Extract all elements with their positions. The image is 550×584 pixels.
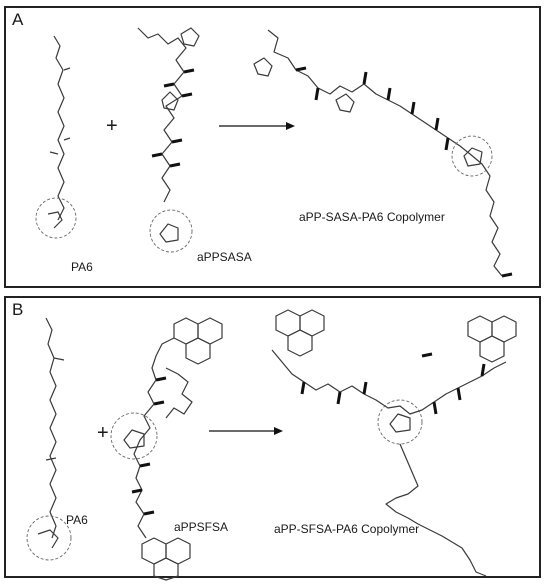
product-junction-circle bbox=[377, 399, 423, 445]
product-label: aPP-SFSA-PA6 Copolymer bbox=[274, 522, 420, 536]
pa6-end-group-circle bbox=[35, 197, 77, 239]
pa6-structure bbox=[26, 317, 72, 561]
appsfsa-structure bbox=[110, 317, 223, 581]
panel-letter: A bbox=[12, 10, 24, 29]
panel-letter: B bbox=[12, 300, 24, 319]
product-label: aPP-SASA-PA6 Copolymer bbox=[299, 210, 445, 224]
aPP-SFSA-PA6-structure bbox=[271, 309, 517, 577]
pa6-label: PA6 bbox=[66, 513, 88, 527]
panel-a: A bbox=[4, 6, 541, 288]
reaction-arrow bbox=[209, 427, 283, 435]
pa6-label: PA6 bbox=[71, 260, 93, 274]
aPP-SASA-PA6-structure bbox=[253, 29, 513, 278]
appsasa-structure bbox=[137, 27, 200, 253]
panel-a-structures bbox=[35, 27, 513, 278]
appsasa-label: aPPSASA bbox=[197, 250, 252, 264]
product-junction-circle bbox=[451, 135, 493, 177]
plus-sign: + bbox=[97, 422, 109, 444]
panel-b: B bbox=[4, 296, 541, 581]
appsasa-anhydride-circle bbox=[149, 209, 193, 253]
reaction-arrow bbox=[219, 122, 295, 130]
panel-b-structures bbox=[26, 309, 517, 581]
appsfsa-label: aPPSFSA bbox=[174, 520, 229, 534]
appsfsa-anhydride-circle bbox=[110, 412, 158, 460]
plus-sign: + bbox=[106, 115, 118, 137]
pa6-structure bbox=[35, 35, 77, 239]
pa6-end-group-circle bbox=[26, 515, 72, 561]
